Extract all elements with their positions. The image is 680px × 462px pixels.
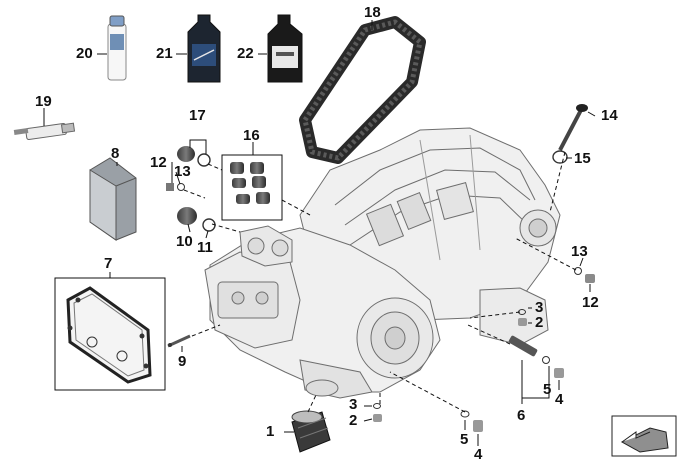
callout-12-left: 12 [150, 154, 167, 171]
callout-21: 21 [156, 45, 173, 62]
oil-filter [291, 410, 331, 453]
sensor-bolt-9 [167, 334, 191, 348]
callout-16: 16 [243, 127, 260, 144]
sensor-6 [508, 335, 564, 378]
oil-bottle-blue [187, 14, 221, 83]
callout-22: 22 [237, 45, 254, 62]
callout-3-lower: 3 [349, 396, 358, 413]
callout-4-right: 4 [555, 391, 564, 408]
sealant-tube [13, 122, 76, 140]
callout-13-left: 13 [174, 163, 191, 180]
filler-cap-10 [177, 207, 216, 232]
dipstick [558, 104, 588, 151]
callout-6: 6 [517, 407, 526, 424]
grease-tube [107, 15, 127, 81]
drain-plug-lower [460, 410, 483, 432]
oil-bottle-black [267, 14, 303, 83]
drain-plug-left [166, 183, 185, 191]
drain-plug-right [574, 267, 595, 283]
callout-5-right: 5 [543, 381, 552, 398]
callout-2-upper: 2 [535, 314, 544, 331]
callout-11: 11 [197, 239, 213, 256]
o-ring-15 [552, 150, 568, 164]
callout-20: 20 [76, 45, 93, 62]
plug-2-3-lower [373, 403, 382, 422]
callout-5-lower: 5 [460, 431, 469, 448]
plug-caps-group [221, 154, 283, 221]
callout-15: 15 [574, 150, 591, 167]
leader-lines [183, 151, 577, 413]
callout-19: 19 [35, 93, 52, 110]
callout-7: 7 [104, 255, 113, 272]
air-filter [89, 157, 137, 241]
up-arrow-icon[interactable] [611, 415, 677, 457]
callout-14: 14 [601, 107, 618, 124]
callout-lines [43, 20, 596, 446]
callout-17: 17 [189, 107, 206, 124]
callout-18: 18 [364, 4, 381, 21]
engine-assembly [204, 127, 561, 399]
callout-13-right: 13 [571, 243, 588, 260]
filler-cap-17 [177, 146, 211, 167]
callout-4-lower: 4 [474, 446, 483, 462]
callout-12-right: 12 [582, 294, 599, 311]
callout-3-upper: 3 [535, 299, 544, 316]
callout-1: 1 [266, 423, 275, 440]
gasket-group [54, 277, 166, 391]
callout-9: 9 [178, 353, 187, 370]
callout-8: 8 [111, 145, 120, 162]
callout-2-lower: 2 [349, 412, 358, 429]
drive-belt [299, 16, 426, 164]
callout-10: 10 [176, 233, 193, 250]
